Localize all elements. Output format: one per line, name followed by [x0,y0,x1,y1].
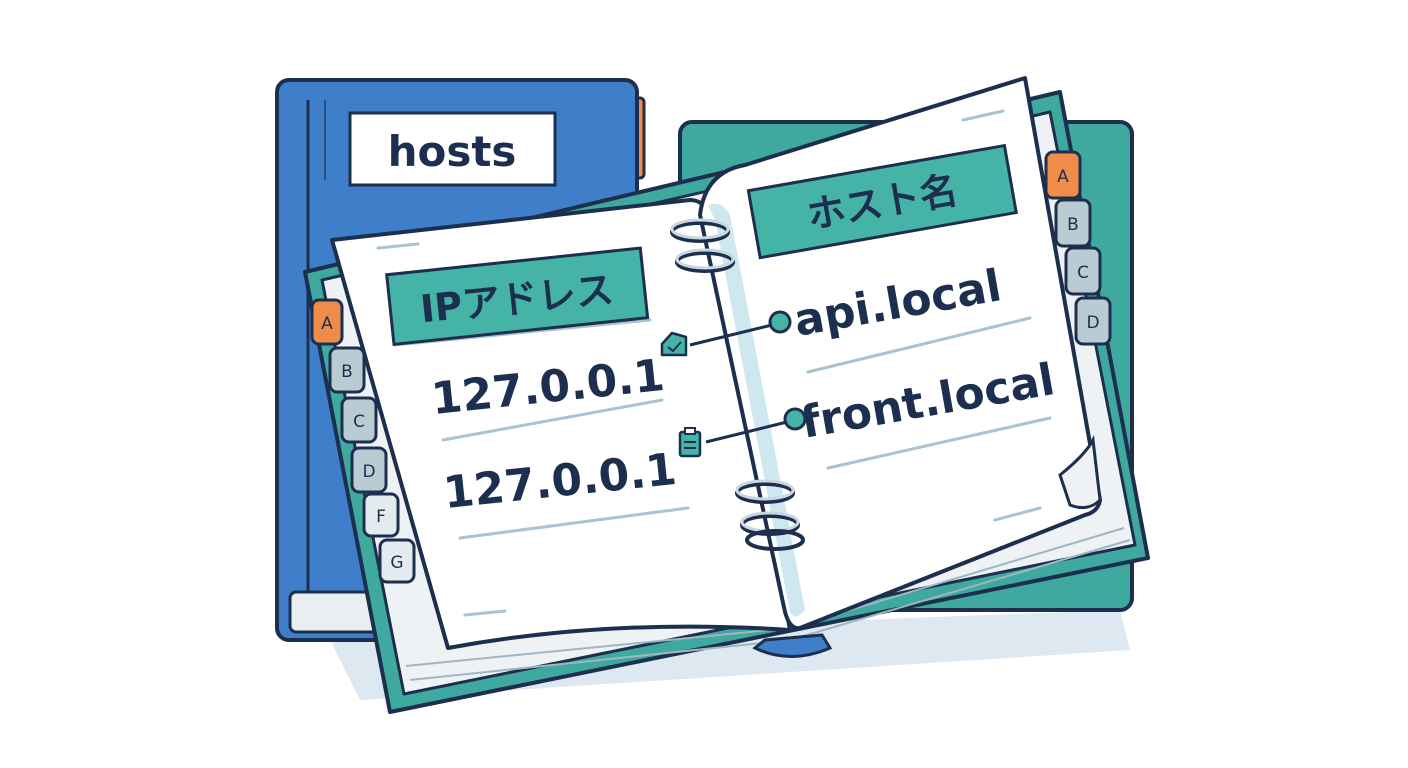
connector-dot-2 [783,407,807,431]
left-tab-c [340,396,378,444]
left-rule-2 [441,398,664,442]
connector-2 [705,418,796,444]
tag-icon [660,331,688,357]
left-tab-d [350,446,388,494]
svg-text:A: A [321,314,333,334]
left-rule-3 [458,506,690,540]
svg-text:B: B [341,362,353,382]
svg-text:B: B [1067,215,1079,235]
left-tab-a [310,298,344,346]
left-tab-f [362,492,400,538]
right-tab-b [1054,198,1092,248]
left-index-tabs: A B C D F G [310,298,416,584]
right-header-box [746,143,1018,260]
open-binder: IPアドレス ホスト名 127.0.0.1 127.0.0.1 api.loca… [303,76,1150,714]
right-tab-d [1074,296,1112,346]
right-tab-a [1044,150,1082,200]
right-rule-2 [826,416,1052,470]
page-curl [1058,435,1102,510]
svg-text:F: F [376,507,386,527]
svg-text:C: C [353,412,365,432]
right-index-tabs: A B C D [1044,150,1112,346]
clipboard-icon [678,427,702,458]
binder-spine-knob [752,633,833,658]
hosts-label: hosts [388,127,517,176]
left-tab-g [378,538,416,584]
left-header-box [385,246,650,347]
left-header: IPアドレス [385,246,650,347]
svg-text:C: C [1077,263,1089,283]
binder-rings [670,218,805,551]
right-rule-1 [806,316,1032,374]
svg-text:D: D [362,462,375,482]
hosts-label-box [348,111,557,187]
svg-text:G: G [390,553,403,573]
svg-text:D: D [1086,313,1099,333]
connector-1 [689,321,781,347]
svg-text:A: A [1057,167,1069,187]
left-tab-b [328,346,366,394]
connector-dot-1 [768,310,792,334]
right-header: ホスト名 [746,143,1018,260]
right-tab-c [1064,246,1102,296]
